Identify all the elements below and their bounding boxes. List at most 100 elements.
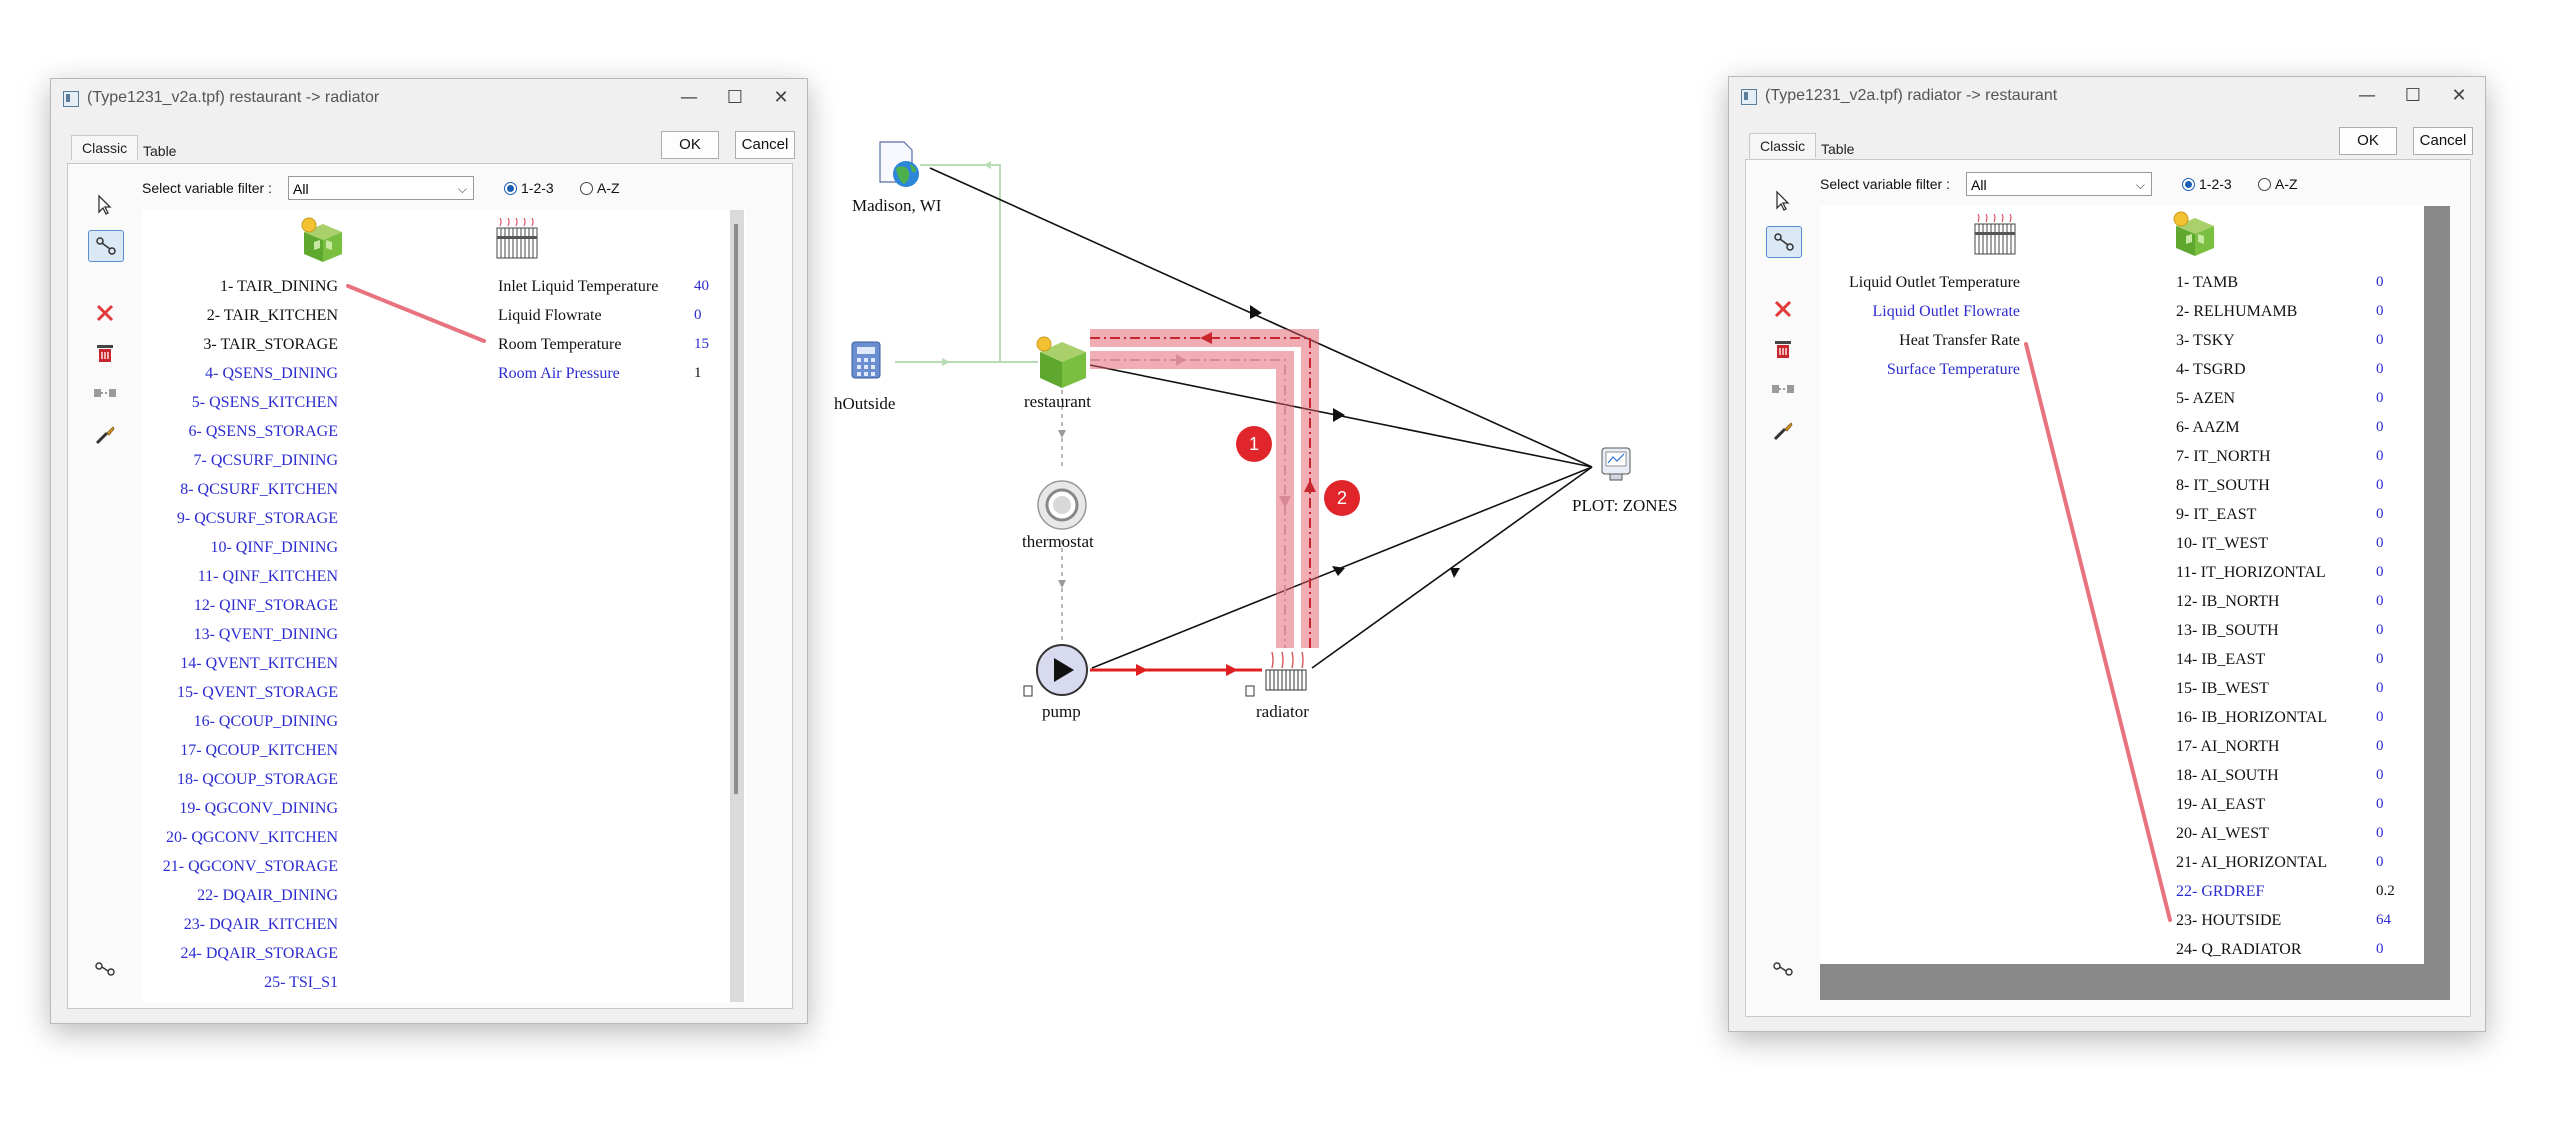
delete-link-icon[interactable] bbox=[1766, 294, 1800, 324]
input-variable[interactable]: 6- AAZM bbox=[2176, 419, 2240, 436]
output-variable[interactable]: 2- TAIR_KITCHEN bbox=[206, 307, 338, 324]
input-variable[interactable]: 22- GRDREF bbox=[2176, 883, 2265, 900]
sort-alpha-radio[interactable]: A-Z bbox=[2258, 176, 2298, 192]
input-variable[interactable]: Room Temperature bbox=[498, 336, 622, 353]
sort-numeric-radio[interactable]: 1-2-3 bbox=[504, 180, 554, 196]
thermostat-node-label[interactable]: thermostat bbox=[1022, 532, 1094, 551]
weather-globe-icon[interactable] bbox=[879, 141, 919, 187]
ok-button[interactable]: OK bbox=[661, 131, 719, 159]
output-variable[interactable]: 1- TAIR_DINING bbox=[220, 278, 338, 295]
connect-icon[interactable] bbox=[88, 378, 122, 408]
tab-classic[interactable]: Classic bbox=[1749, 133, 1817, 158]
input-variable[interactable]: 14- IB_EAST bbox=[2176, 651, 2266, 668]
maximize-icon[interactable]: ☐ bbox=[726, 87, 744, 108]
input-variable[interactable]: 12- IB_NORTH bbox=[2176, 593, 2280, 610]
link-badge-1[interactable]: 1 bbox=[1236, 426, 1272, 462]
input-variable[interactable]: 19- AI_EAST bbox=[2176, 796, 2266, 813]
output-variable[interactable]: 3- TAIR_STORAGE bbox=[203, 336, 338, 353]
output-variable[interactable]: 25- TSI_S1 bbox=[264, 974, 338, 991]
output-variable[interactable]: 23- DQAIR_KITCHEN bbox=[183, 916, 338, 933]
variable-filter-select[interactable]: All ⌵ bbox=[1966, 172, 2152, 196]
output-variable[interactable]: 8- QCSURF_KITCHEN bbox=[180, 481, 338, 498]
plotter-node-label[interactable]: PLOT: ZONES bbox=[1572, 496, 1678, 515]
input-variable[interactable]: 13- IB_SOUTH bbox=[2176, 622, 2279, 639]
pointer-tool-icon[interactable] bbox=[88, 190, 122, 220]
output-variable[interactable]: 12- QINF_STORAGE bbox=[193, 597, 338, 614]
right-dialog-titlebar[interactable]: (Type1231_v2a.tpf) radiator -> restauran… bbox=[1729, 77, 2485, 117]
variable-filter-select[interactable]: All ⌵ bbox=[288, 176, 474, 200]
close-icon[interactable]: ✕ bbox=[773, 87, 789, 108]
restaurant-node-label[interactable]: restaurant bbox=[1024, 392, 1092, 411]
radiator-node-label[interactable]: radiator bbox=[1256, 702, 1309, 721]
input-variable[interactable]: 20- AI_WEST bbox=[2176, 825, 2269, 842]
input-variable[interactable]: Room Air Pressure bbox=[498, 365, 620, 382]
input-variable[interactable]: 10- IT_WEST bbox=[2176, 535, 2268, 552]
output-variable[interactable]: 7- QCSURF_DINING bbox=[193, 452, 338, 469]
pump-to-plot-link[interactable] bbox=[1091, 466, 1593, 669]
output-variable[interactable]: 20- QGCONV_KITCHEN bbox=[166, 829, 338, 846]
tab-table[interactable]: Table bbox=[1821, 141, 1855, 157]
close-icon[interactable]: ✕ bbox=[2451, 85, 2467, 106]
restaurant-building-icon[interactable] bbox=[1036, 336, 1086, 388]
output-variable[interactable]: 11- QINF_KITCHEN bbox=[197, 568, 338, 585]
output-variable[interactable]: 15- QVENT_STORAGE bbox=[176, 684, 338, 701]
input-variable[interactable]: 9- IT_EAST bbox=[2176, 506, 2257, 523]
minimize-icon[interactable]: — bbox=[680, 87, 698, 108]
left-scrollbar[interactable] bbox=[730, 210, 744, 1002]
output-variable[interactable]: 18- QCOUP_STORAGE bbox=[176, 771, 338, 788]
weather-node-label[interactable]: Madison, WI bbox=[852, 196, 942, 215]
delete-all-icon[interactable] bbox=[1766, 334, 1800, 364]
pump-icon[interactable] bbox=[1023, 644, 1088, 697]
tab-table[interactable]: Table bbox=[143, 143, 177, 159]
input-variable[interactable]: 2- RELHUMAMB bbox=[2176, 303, 2298, 320]
output-variable[interactable]: 22- DQAIR_DINING bbox=[197, 887, 338, 904]
cancel-button[interactable]: Cancel bbox=[735, 131, 795, 159]
link-style-icon[interactable] bbox=[1766, 416, 1800, 446]
ok-button[interactable]: OK bbox=[2339, 127, 2397, 155]
calculator-icon[interactable] bbox=[851, 341, 881, 379]
right-scroll-area-horizontal[interactable] bbox=[1820, 964, 2450, 1000]
link-badge-2[interactable]: 2 bbox=[1324, 480, 1360, 516]
output-variable[interactable]: Liquid Outlet Flowrate bbox=[1872, 303, 2020, 320]
radiator-icon[interactable] bbox=[1245, 651, 1307, 697]
output-variable[interactable]: 24- DQAIR_STORAGE bbox=[180, 945, 338, 962]
input-variable[interactable]: 16- IB_HORIZONTAL bbox=[2176, 709, 2328, 726]
radiator-to-plot-link[interactable] bbox=[1311, 466, 1593, 669]
link-tool-icon[interactable] bbox=[1766, 226, 1802, 258]
output-variable[interactable]: 10- QINF_DINING bbox=[210, 539, 338, 556]
input-variable[interactable]: 4- TSGRD bbox=[2176, 361, 2246, 378]
input-variable[interactable]: 15- IB_WEST bbox=[2176, 680, 2269, 697]
delete-all-icon[interactable] bbox=[88, 338, 122, 368]
input-variable[interactable]: 21- AI_HORIZONTAL bbox=[2176, 854, 2328, 871]
output-variable[interactable]: 6- QSENS_STORAGE bbox=[188, 423, 339, 440]
connect-icon[interactable] bbox=[1766, 374, 1800, 404]
plotter-icon[interactable] bbox=[1601, 447, 1631, 481]
input-variable[interactable]: 23- HOUTSIDE bbox=[2176, 912, 2282, 929]
output-variable[interactable]: 17- QCOUP_KITCHEN bbox=[180, 742, 338, 759]
input-variable[interactable]: 7- IT_NORTH bbox=[2176, 448, 2271, 465]
input-variable[interactable]: 24- Q_RADIATOR bbox=[2176, 941, 2302, 958]
link-tool-icon[interactable] bbox=[88, 230, 124, 262]
output-variable[interactable]: 14- QVENT_KITCHEN bbox=[180, 655, 338, 672]
output-variable[interactable]: Surface Temperature bbox=[1886, 361, 2020, 378]
tab-classic[interactable]: Classic bbox=[71, 135, 139, 160]
sort-numeric-radio[interactable]: 1-2-3 bbox=[2182, 176, 2232, 192]
output-variable[interactable]: Heat Transfer Rate bbox=[1899, 332, 2020, 349]
delete-link-icon[interactable] bbox=[88, 298, 122, 328]
input-variable[interactable]: 17- AI_NORTH bbox=[2176, 738, 2280, 755]
left-scrollbar-thumb[interactable] bbox=[734, 224, 738, 794]
output-variable[interactable]: 19- QGCONV_DINING bbox=[179, 800, 338, 817]
output-variable[interactable]: 13- QVENT_DINING bbox=[193, 626, 338, 643]
input-variable[interactable]: Inlet Liquid Temperature bbox=[498, 278, 659, 295]
input-variable[interactable]: 11- IT_HORIZONTAL bbox=[2176, 564, 2326, 581]
input-variable[interactable]: 5- AZEN bbox=[2176, 390, 2236, 407]
cancel-button[interactable]: Cancel bbox=[2413, 127, 2473, 155]
pump-node-label[interactable]: pump bbox=[1042, 702, 1081, 721]
houtside-node-label[interactable]: hOutside bbox=[834, 394, 896, 413]
maximize-icon[interactable]: ☐ bbox=[2404, 85, 2422, 106]
pointer-tool-icon[interactable] bbox=[1766, 186, 1800, 216]
input-variable[interactable]: 18- AI_SOUTH bbox=[2176, 767, 2279, 784]
sort-alpha-radio[interactable]: A-Z bbox=[580, 180, 620, 196]
output-variable[interactable]: 5- QSENS_KITCHEN bbox=[191, 394, 338, 411]
output-variable[interactable]: 9- QCSURF_STORAGE bbox=[176, 510, 338, 527]
